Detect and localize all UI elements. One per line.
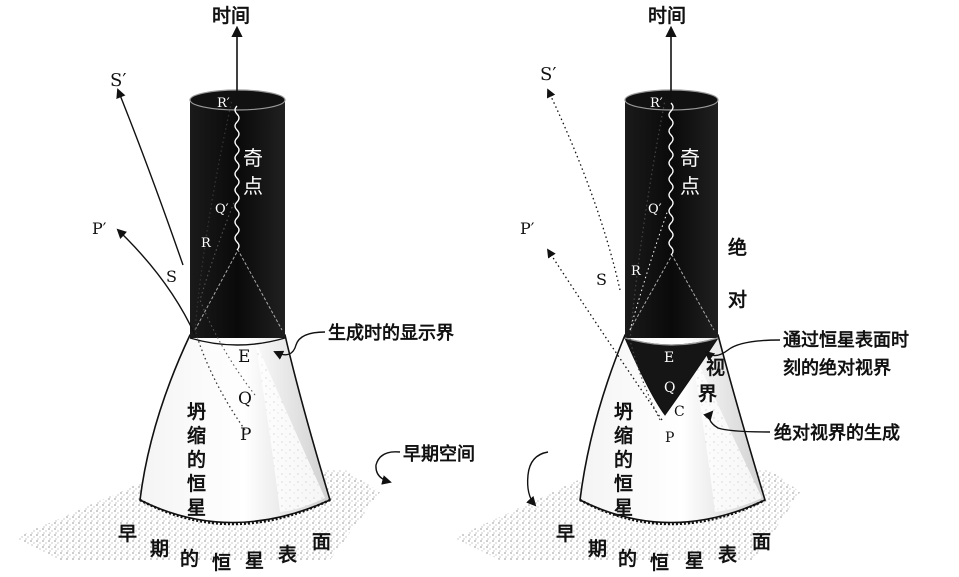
right-singularity-label-2: 点: [680, 174, 700, 198]
right-black-hole-cylinder: [625, 100, 718, 338]
right-point-Q-prime: Q′: [648, 202, 662, 217]
right-absolute-horizon-formation-label: 绝对视界的生成: [774, 422, 900, 444]
left-point-P: P: [240, 425, 251, 445]
svg-text:星: 星: [685, 550, 704, 572]
svg-text:面: 面: [752, 531, 771, 553]
right-point-S: S: [596, 270, 607, 289]
svg-text:恒: 恒: [650, 552, 669, 574]
left-singularity-label-2: 点: [243, 174, 263, 198]
right-point-E: E: [664, 350, 674, 366]
left-horizon-callout: [273, 331, 326, 360]
left-singularity-line: [234, 105, 240, 251]
svg-text:早: 早: [118, 523, 137, 545]
svg-text:期: 期: [588, 538, 607, 560]
svg-text:星: 星: [614, 497, 633, 519]
svg-text:恒: 恒: [212, 552, 231, 574]
left-point-E: E: [238, 347, 250, 367]
svg-text:恒: 恒: [614, 473, 633, 495]
right-absolute-label-1: 绝: [728, 236, 747, 259]
right-absolute-horizon-surface-callout: [704, 339, 781, 361]
left-collapsing-star-label: 坍 缩 的 恒 星: [187, 401, 206, 519]
right-absolute-horizon-surface-label-2: 刻的绝对视界: [783, 357, 891, 379]
left-time-label: 时间: [212, 5, 250, 27]
left-point-R: R: [201, 236, 212, 251]
left-point-Q-prime: Q′: [215, 202, 229, 217]
svg-text:星: 星: [245, 550, 264, 572]
svg-text:的: 的: [180, 547, 199, 570]
svg-text:星: 星: [187, 497, 206, 519]
left-singularity-label-1: 奇: [243, 146, 263, 170]
left-worldline-S: [116, 88, 184, 266]
right-diagram: 时间 S′ P′ S R′ Q′ R 奇 点 绝 对 E Q C P 视 界 通…: [455, 5, 909, 574]
left-horizon-inner: [194, 248, 283, 331]
right-time-label: 时间: [648, 5, 686, 27]
right-absolute-horizon-formation-callout: [703, 410, 771, 433]
right-point-S-prime: S′: [540, 64, 556, 85]
right-horizon-label-1: 视: [706, 356, 725, 379]
svg-text:表: 表: [718, 543, 738, 566]
right-light-ray-R: [629, 209, 669, 331]
left-point-S: S: [166, 267, 177, 286]
svg-text:恒: 恒: [187, 473, 206, 495]
right-worldline-S: [546, 88, 621, 291]
left-diagram: 时间 S′ P′ S R′ Q′ R 奇 点 E Q P 生成时的显示界 早期空…: [15, 5, 475, 574]
right-point-P: P: [665, 430, 674, 446]
right-light-ray-dotted: [629, 99, 666, 421]
right-horizon-label-2: 界: [698, 383, 717, 405]
svg-text:的: 的: [187, 448, 206, 471]
left-cone-stipple: [255, 340, 325, 512]
right-early-star-surface-label: 早 期 的 恒 星 表 面: [556, 523, 771, 574]
svg-text:早: 早: [556, 523, 575, 545]
right-point-R: R: [631, 264, 642, 279]
right-singularity-label-1: 奇: [680, 146, 700, 170]
left-horizon-rim: [189, 337, 286, 346]
left-point-P-prime: P′: [92, 219, 107, 238]
right-absolute-label-2: 对: [728, 288, 747, 311]
svg-text:坍: 坍: [614, 401, 633, 423]
left-point-R-prime: R′: [217, 96, 230, 111]
right-worldline-P: [547, 248, 663, 421]
left-black-hole-cylinder: [190, 100, 285, 338]
left-early-space-label: 早期空间: [403, 443, 475, 465]
right-absolute-horizon-surface-label-1: 通过恒星表面时: [783, 329, 909, 351]
svg-text:期: 期: [150, 538, 169, 560]
svg-text:表: 表: [278, 543, 298, 566]
svg-text:面: 面: [312, 531, 331, 553]
left-early-star-surface-label: 早 期 的 恒 星 表 面: [118, 523, 331, 574]
left-early-space-callout: [375, 451, 401, 485]
svg-text:的: 的: [614, 448, 633, 471]
svg-text:坍: 坍: [187, 401, 206, 423]
left-point-S-prime: S′: [110, 70, 126, 91]
left-early-star-surface-rim: [139, 498, 331, 526]
left-worldline-P: [116, 228, 196, 336]
right-singularity-line: [668, 102, 674, 256]
right-cone-stipple: [690, 345, 762, 512]
svg-text:的: 的: [618, 547, 637, 570]
left-horizon-formation-label: 生成时的显示界: [328, 322, 454, 344]
right-early-space-callout: [526, 451, 549, 507]
svg-text:缩: 缩: [187, 424, 206, 447]
right-horizon-inner: [629, 253, 715, 331]
right-horizon-rim: [624, 337, 719, 346]
svg-text:缩: 缩: [614, 424, 633, 447]
right-point-R-prime: R′: [650, 96, 663, 111]
right-point-C: C: [674, 404, 685, 420]
right-early-star-surface-rim: [579, 498, 766, 526]
right-collapsing-star-label: 坍 缩 的 恒 星: [614, 401, 633, 519]
right-point-Q: Q: [664, 380, 675, 396]
left-point-Q: Q: [238, 389, 252, 409]
right-point-P-prime: P′: [520, 219, 535, 238]
